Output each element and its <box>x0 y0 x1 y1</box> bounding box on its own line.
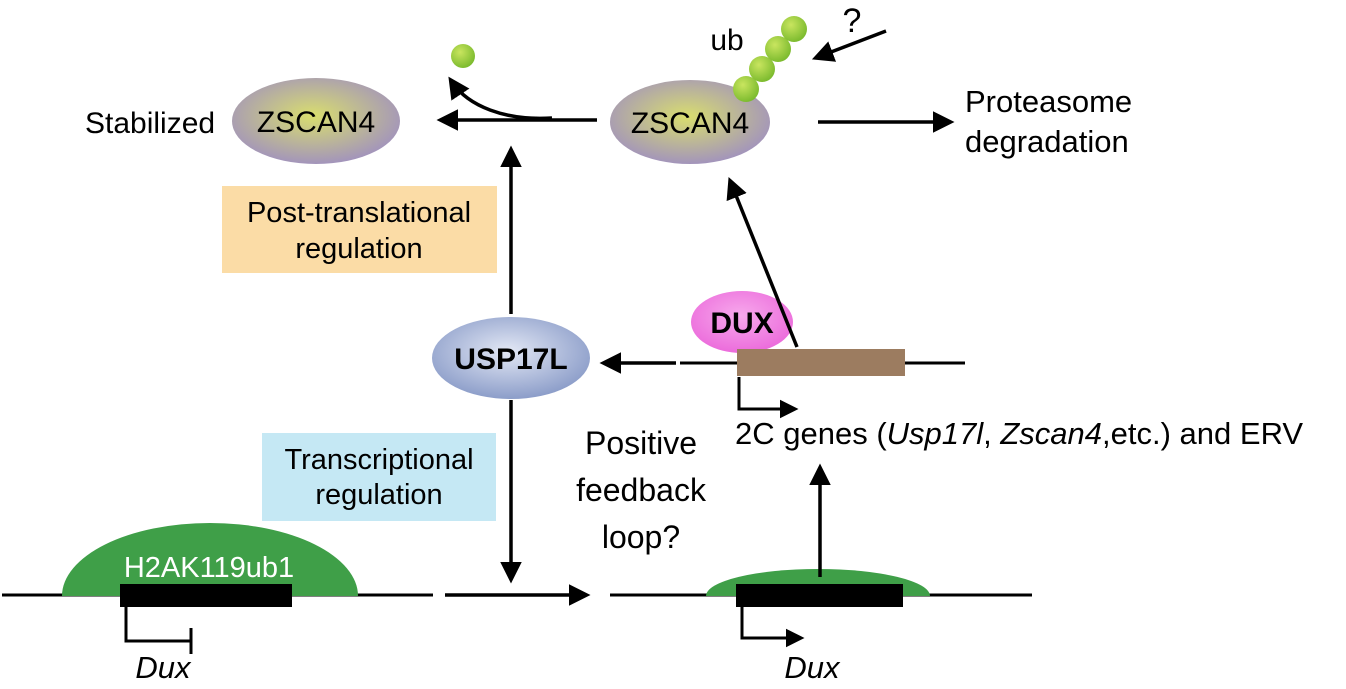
released-ubiquitin-ball <box>451 44 475 68</box>
transcriptional-label-line1: Transcriptional <box>284 444 473 476</box>
ubiquitin-ball <box>781 16 807 42</box>
usp17l-label: USP17L <box>454 343 567 376</box>
2c-gene-list-label: 2C genes (Usp17l, Zscan4,etc.) and ERV <box>735 416 1303 451</box>
dux-gene-right-label: Dux <box>784 650 841 685</box>
gene-list-prefix: 2C genes ( <box>735 416 887 451</box>
dux-protein-node <box>691 291 793 353</box>
2c-gene-body <box>737 349 905 376</box>
zscan4-stabilized-node <box>232 78 400 164</box>
ubiquitin-ball <box>733 76 759 102</box>
stabilized-label: Stabilized <box>85 107 215 140</box>
positive-feedback-line3: loop? <box>602 519 680 555</box>
dux-gene-body-left <box>120 584 292 607</box>
ub-label: ub <box>710 24 743 57</box>
dux-gene-body-right <box>736 584 903 607</box>
transcriptional-box <box>262 433 496 521</box>
post-translational-box <box>222 186 497 273</box>
2c-gene-to-zscan4-arrow <box>726 176 799 348</box>
h2ak119ub1-label: H2AK119ub1 <box>124 552 294 584</box>
2c-gene-tss-arrow <box>737 377 799 419</box>
unknown-factor-label: ? <box>843 2 862 40</box>
post-translational-label-line1: Post-translational <box>247 197 471 229</box>
dux-right-active-tss-arrow <box>740 607 805 648</box>
gene-list-suffix: ,etc.) and ERV <box>1102 416 1303 451</box>
zscan4-ubiquitinated-label: ZSCAN4 <box>631 107 749 140</box>
gene-zscan4-italic: Zscan4 <box>999 416 1102 451</box>
ubiquitin-ball <box>765 36 791 62</box>
proteasome-label-line2: degradation <box>965 124 1129 159</box>
unknown-factor-arrow <box>811 29 887 62</box>
ubiquitin-ball <box>749 56 775 82</box>
h2ak119ub1-dome-large <box>62 523 358 596</box>
dux-left-blocked-tss-line <box>124 607 191 643</box>
ubiquitin-release-arrow <box>448 76 553 121</box>
gene-list-separator: , <box>983 416 1000 451</box>
zscan4-ubiquitinated-node <box>610 80 770 164</box>
zscan4-stabilized-label: ZSCAN4 <box>257 106 375 139</box>
dux-gene-left-label: Dux <box>135 650 192 685</box>
post-translational-label-line2: regulation <box>295 233 422 265</box>
positive-feedback-line1: Positive <box>585 425 697 461</box>
proteasome-label-line1: Proteasome <box>965 84 1132 119</box>
positive-feedback-line2: feedback <box>576 472 707 508</box>
ubiquitin-chain <box>733 16 807 102</box>
transcriptional-label-line2: regulation <box>315 479 442 511</box>
gene-usp17l-italic: Usp17l <box>887 416 985 451</box>
usp17l-node <box>432 317 590 399</box>
dux-protein-label: DUX <box>710 307 773 340</box>
